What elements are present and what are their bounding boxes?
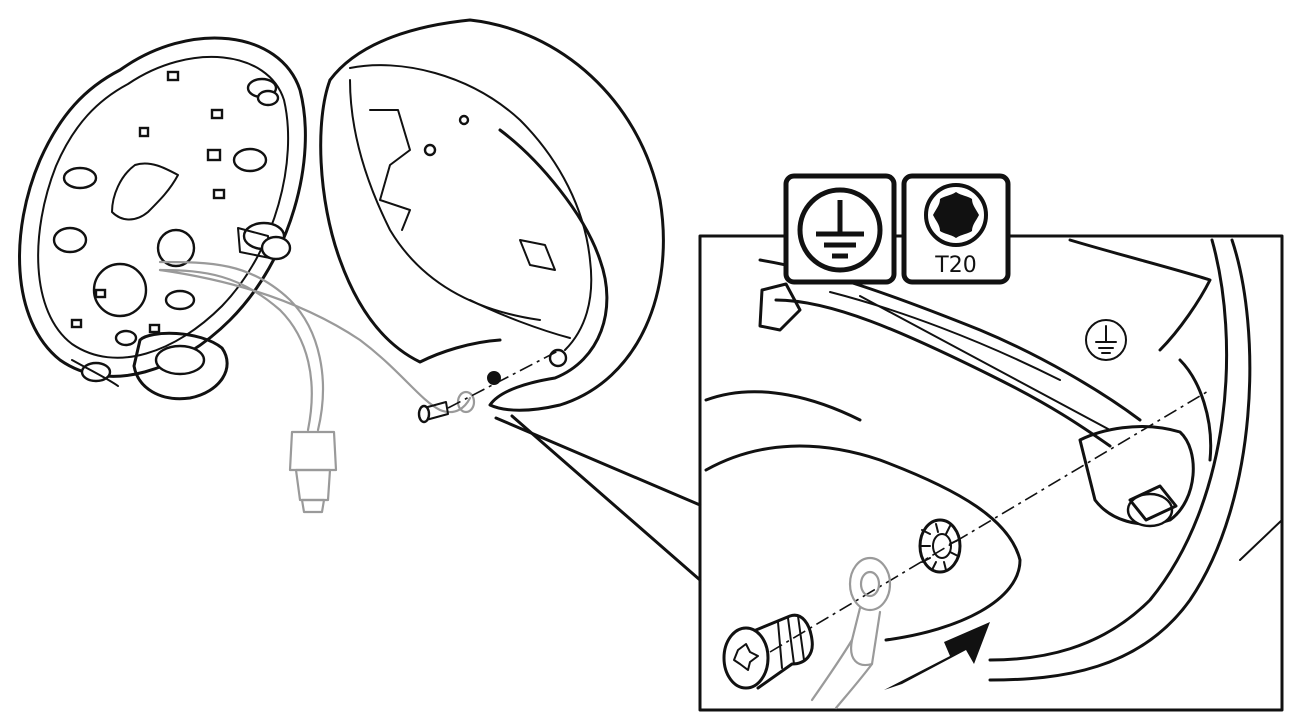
torx-icon (924, 183, 988, 247)
protective-earth-icon (797, 187, 883, 273)
mounting-base-plate (18, 36, 307, 401)
tool-symbol-badge: T20 (901, 173, 1011, 285)
torx-size-label: T20 (934, 253, 976, 278)
network-cable (158, 260, 472, 514)
detail-view (698, 234, 1284, 712)
direction-arrow-icon (884, 622, 990, 690)
ground-symbol-badge (783, 173, 897, 285)
mounting-housing (319, 18, 665, 412)
ground-screw-small (417, 349, 561, 424)
detail-callout-lines (494, 414, 702, 582)
